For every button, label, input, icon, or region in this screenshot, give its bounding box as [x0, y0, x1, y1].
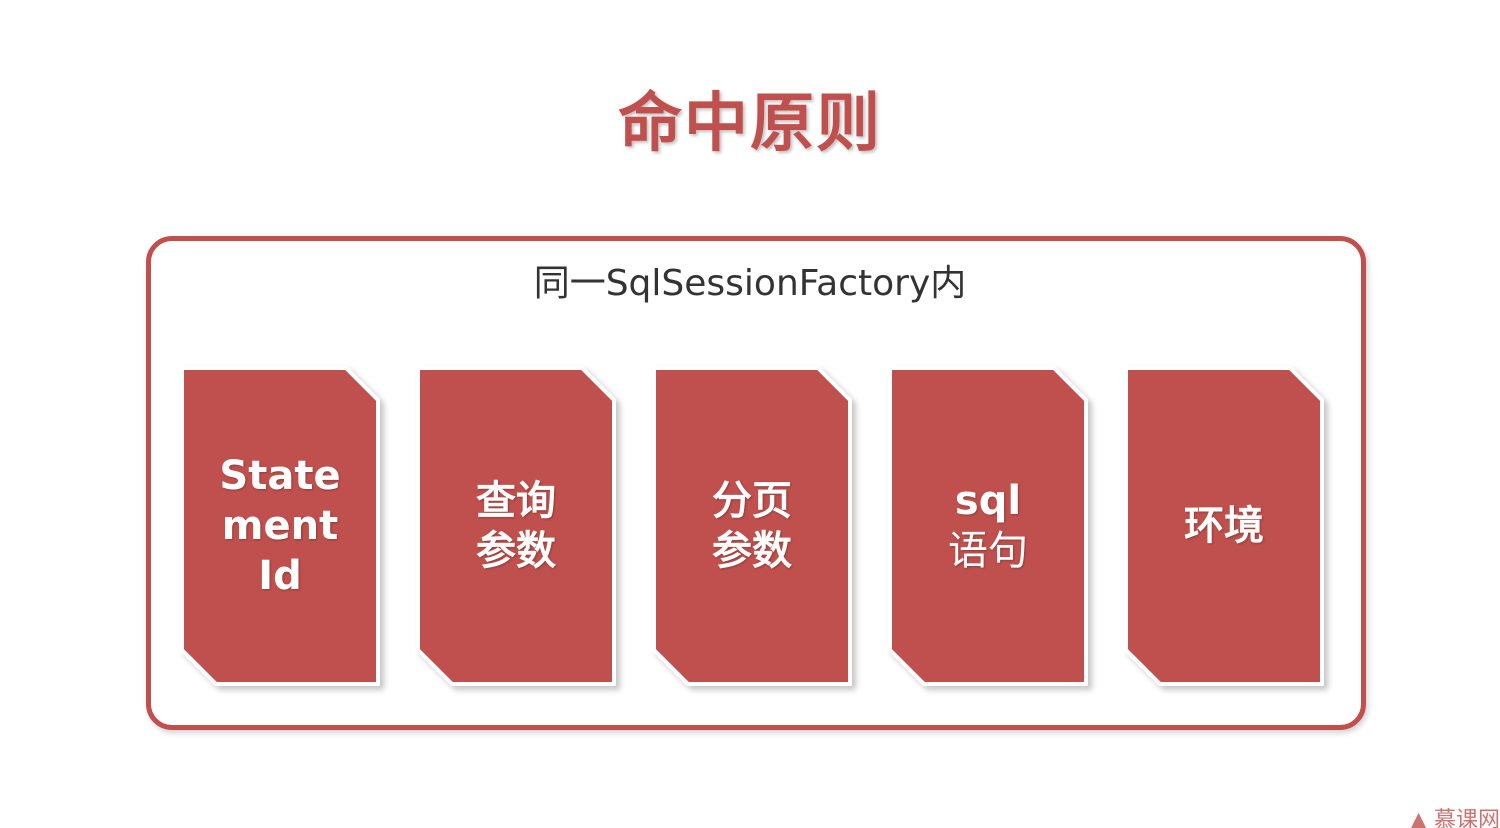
card-text: 分页 参数 — [652, 366, 852, 686]
card-environment: 环境 — [1124, 366, 1324, 686]
card-query-params: 查询 参数 — [416, 366, 616, 686]
watermark-text: 慕课网 — [1433, 808, 1500, 828]
card-text: 环境 — [1124, 366, 1324, 686]
card-line: ment — [221, 503, 339, 549]
card-statement-id: State ment Id — [180, 366, 380, 686]
watermark-icon: ▲ — [1410, 808, 1427, 828]
scope-container-label: 同一SqlSessionFactory内 — [533, 263, 967, 304]
card-line: Id — [258, 553, 302, 599]
card-text: 查询 参数 — [416, 366, 616, 686]
card-shape — [180, 366, 380, 686]
card-text: sql 语句 — [888, 366, 1088, 686]
card-line: 查询 — [476, 478, 556, 524]
slide-title: 命中原则 — [618, 87, 882, 161]
card-line: 环境 — [1184, 503, 1264, 549]
card-shape — [652, 366, 852, 686]
card-text: State ment Id — [180, 366, 380, 686]
card-line: 分页 — [712, 478, 792, 524]
card-shape — [888, 366, 1088, 686]
card-shape — [416, 366, 616, 686]
card-line: 参数 — [712, 528, 792, 574]
card-sql-statement: sql 语句 — [888, 366, 1088, 686]
card-paging-params: 分页 参数 — [652, 366, 852, 686]
card-line: State — [219, 453, 341, 499]
card-line: 语句 — [948, 528, 1028, 574]
watermark-logo: ▲ 慕课网 — [1410, 802, 1500, 828]
card-line: 参数 — [476, 528, 556, 574]
card-shape — [1124, 366, 1324, 686]
card-line: sql — [954, 478, 1022, 524]
